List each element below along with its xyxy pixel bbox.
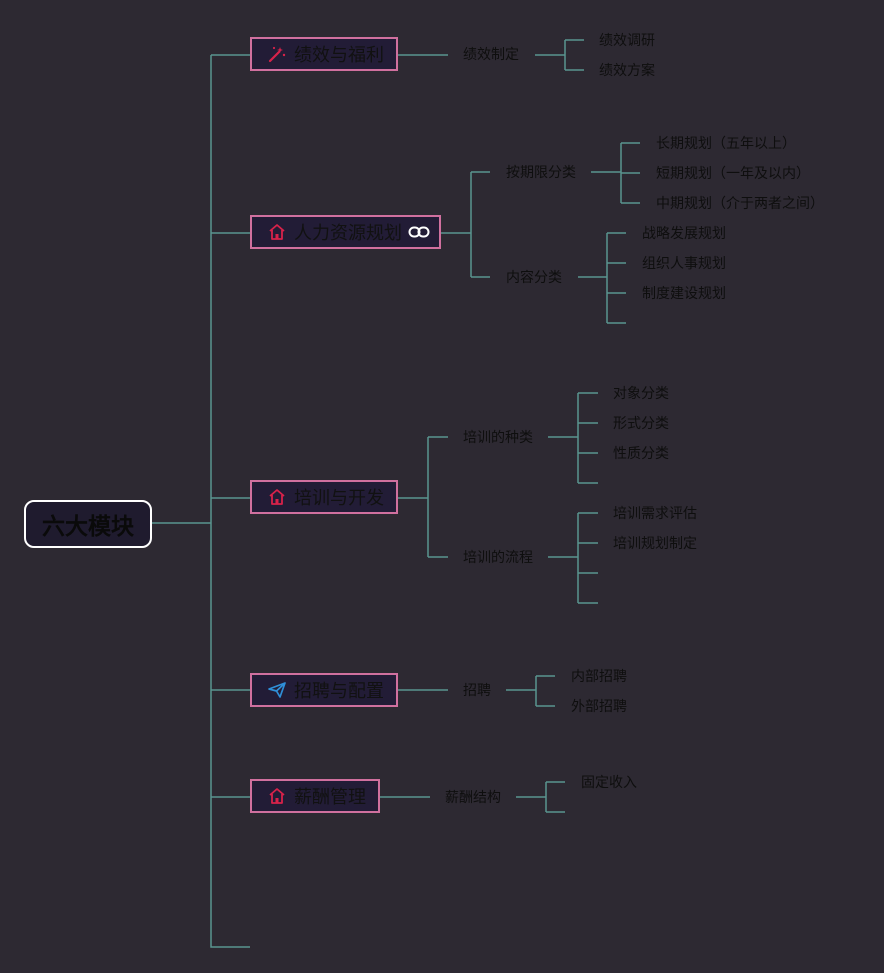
leaf-item[interactable]: 绩效方案	[599, 63, 655, 79]
leaf-item[interactable]: 战略发展规划	[642, 226, 726, 242]
leaf-item[interactable]: 中期规划（介于两者之间）	[656, 196, 824, 212]
subtopic-recruiting[interactable]: 招聘	[463, 683, 491, 699]
leaf-item[interactable]: 组织人事规划	[642, 256, 726, 272]
leaf-item[interactable]: 长期规划（五年以上）	[656, 136, 796, 152]
topic-label: 招聘与配置	[294, 681, 384, 702]
subtopic-pay-structure[interactable]: 薪酬结构	[445, 790, 501, 806]
subtopic-training-process[interactable]: 培训的流程	[463, 550, 533, 566]
leaf-item[interactable]: 固定收入	[581, 775, 637, 791]
topic-label: 薪酬管理	[294, 787, 366, 808]
topic-recruitment[interactable]: 招聘与配置	[250, 673, 398, 707]
leaf-item[interactable]: 对象分类	[613, 386, 669, 402]
topic-training-development[interactable]: 培训与开发	[250, 480, 398, 514]
subtopic-by-term[interactable]: 按期限分类	[506, 165, 576, 181]
subtopic-performance-setting[interactable]: 绩效制定	[463, 47, 519, 63]
home-icon	[266, 785, 288, 807]
leaf-item[interactable]: 性质分类	[613, 446, 669, 462]
leaf-item[interactable]: 短期规划（一年及以内）	[656, 166, 810, 182]
topic-label: 人力资源规划	[294, 223, 402, 244]
magic-wand-icon	[266, 43, 288, 65]
topic-compensation[interactable]: 薪酬管理	[250, 779, 380, 813]
topic-performance-welfare[interactable]: 绩效与福利	[250, 37, 398, 71]
leaf-item[interactable]: 外部招聘	[571, 699, 627, 715]
paper-plane-icon	[266, 679, 288, 701]
leaf-item[interactable]: 制度建设规划	[642, 286, 726, 302]
subtopic-by-content[interactable]: 内容分类	[506, 270, 562, 286]
leaf-item[interactable]: 培训需求评估	[613, 506, 697, 522]
leaf-item[interactable]: 形式分类	[613, 416, 669, 432]
root-topic-label: 六大模块	[42, 514, 134, 540]
topic-label: 培训与开发	[294, 488, 384, 509]
home-icon	[266, 486, 288, 508]
leaf-item[interactable]: 内部招聘	[571, 669, 627, 685]
topic-label: 绩效与福利	[294, 45, 384, 66]
home-icon	[266, 221, 288, 243]
root-topic[interactable]: 六大模块	[24, 500, 152, 548]
link-icon[interactable]	[408, 225, 430, 239]
leaf-item[interactable]: 培训规划制定	[613, 536, 697, 552]
subtopic-training-types[interactable]: 培训的种类	[463, 430, 533, 446]
leaf-item[interactable]: 绩效调研	[599, 33, 655, 49]
topic-hr-planning[interactable]: 人力资源规划	[250, 215, 441, 249]
